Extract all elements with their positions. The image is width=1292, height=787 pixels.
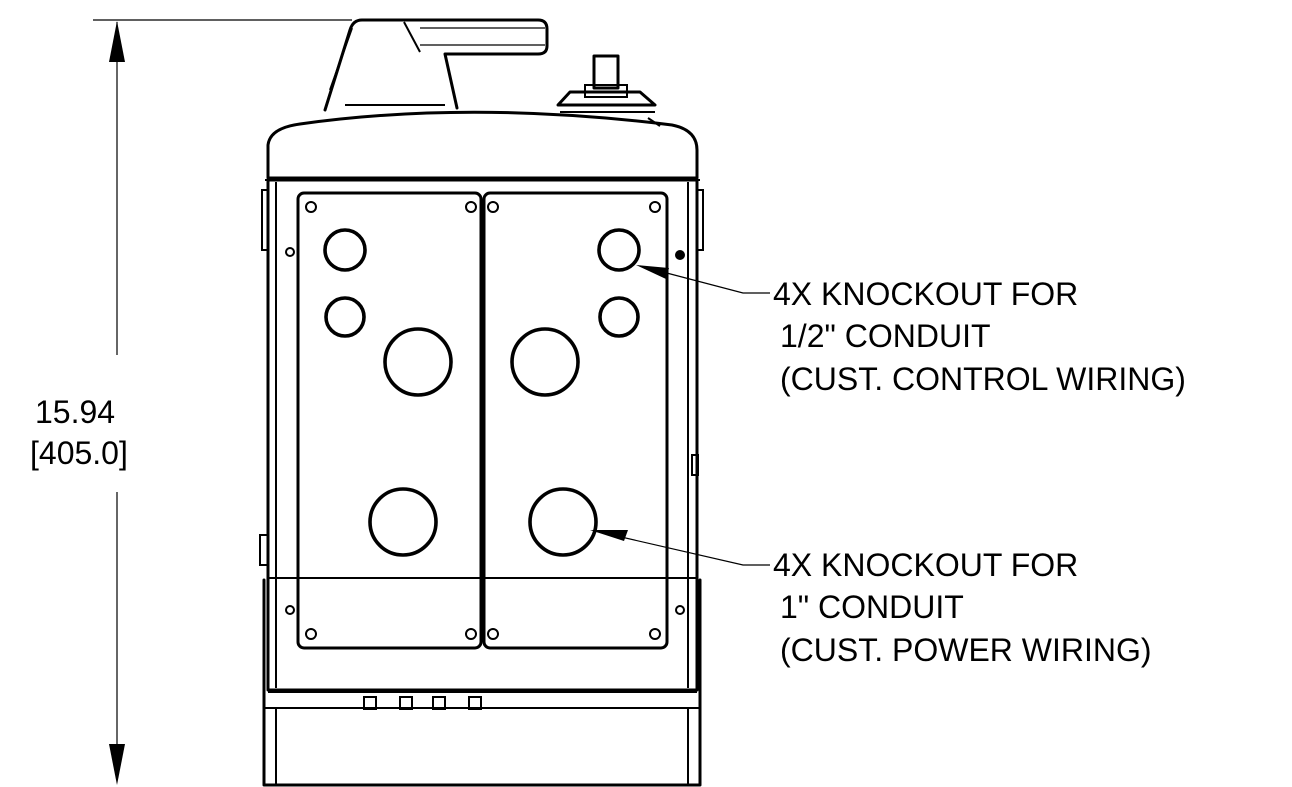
- knockout-one-inch: [368, 487, 438, 557]
- screw-icon: [305, 201, 317, 213]
- callout-line: (CUST. POWER WIRING): [780, 632, 1152, 668]
- screw-icon: [487, 628, 499, 640]
- callout-line: (CUST. CONTROL WIRING): [780, 361, 1186, 397]
- screw-icon: [285, 605, 295, 615]
- dimension-value-inches: 15.94: [35, 394, 115, 430]
- screw-icon: [285, 247, 295, 257]
- screw-icon: [675, 605, 685, 615]
- knockout-half-inch: [598, 296, 640, 338]
- callout-leaders: [590, 265, 770, 566]
- gland-plate-left: [296, 191, 483, 650]
- knockout-one-inch: [383, 327, 453, 397]
- height-dimension: 15.94 [405.0]: [30, 19, 352, 785]
- screw-icon: [649, 628, 661, 640]
- screw-icon: [305, 628, 317, 640]
- screw-icon: [675, 250, 685, 260]
- knockouts-one-inch: [368, 327, 598, 557]
- leader-arrow-control: [636, 265, 669, 279]
- callout-line: 4X KNOCKOUT FOR: [773, 276, 1078, 312]
- knockout-one-inch: [510, 327, 580, 397]
- dimension-arrow-up: [109, 21, 125, 62]
- screw-icon: [487, 201, 499, 213]
- screw-icon: [465, 628, 477, 640]
- leader-line-control: [639, 265, 770, 294]
- callout-line: 4X KNOCKOUT FOR: [773, 547, 1078, 583]
- knockouts-half-inch: [323, 228, 641, 338]
- dimension-value-mm: [405.0]: [30, 435, 128, 471]
- knockout-half-inch: [324, 296, 366, 338]
- knockout-one-inch: [528, 487, 598, 557]
- enclosure-base: [262, 578, 702, 787]
- disconnect-handle: [323, 18, 549, 112]
- dimension-arrow-down: [109, 744, 125, 785]
- leader-line-power: [594, 530, 770, 566]
- callout-control-wiring: 4X KNOCKOUT FOR 1/2" CONDUIT (CUST. CONT…: [773, 276, 1186, 397]
- knockout-half-inch: [597, 228, 641, 272]
- callout-line: 1" CONDUIT: [780, 589, 964, 625]
- leader-arrow-power: [590, 530, 628, 541]
- screw-icon: [465, 201, 477, 213]
- callout-line: 1/2" CONDUIT: [780, 318, 991, 354]
- callout-power-wiring: 4X KNOCKOUT FOR 1" CONDUIT (CUST. POWER …: [773, 547, 1152, 668]
- knockout-half-inch: [323, 228, 367, 272]
- screw-icon: [649, 201, 661, 213]
- gland-plate-right: [482, 191, 669, 650]
- plate-screws: [285, 201, 685, 640]
- enclosure-top-cap: [265, 110, 700, 181]
